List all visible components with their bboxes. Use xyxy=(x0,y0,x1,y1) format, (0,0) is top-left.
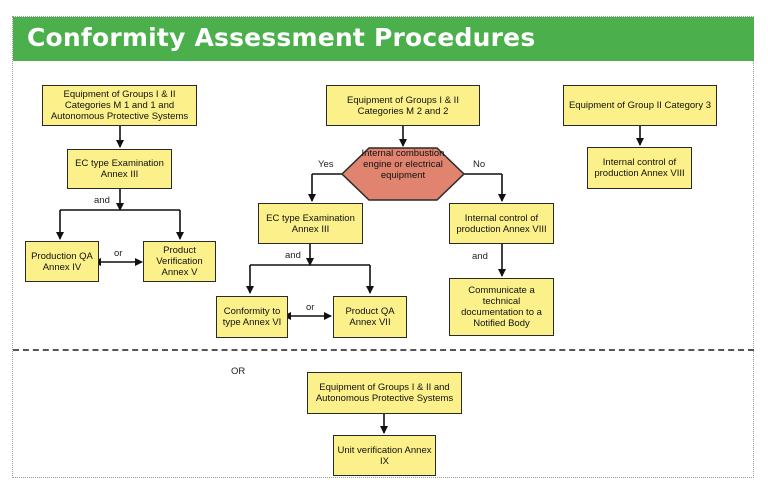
box-communicate: Communicate a technical documentation to… xyxy=(449,278,554,336)
diagram-frame xyxy=(12,16,754,478)
box-conformity-type: Conformity to type Annex VI xyxy=(216,296,288,338)
box-group2-cat3: Equipment of Group II Category 3 xyxy=(563,85,717,126)
label-or-left: or xyxy=(114,248,123,259)
label-or-mid: or xyxy=(306,302,315,313)
label-or-caps: OR xyxy=(231,366,246,377)
label-no: No xyxy=(473,159,486,170)
box-ec-type-left: EC type Examination Annex III xyxy=(67,149,172,189)
page-title: Conformity Assessment Procedures xyxy=(27,23,536,52)
box-internal-control-right: Internal control of production Annex VII… xyxy=(587,147,692,189)
box-unit-verification: Unit verification Annex IX xyxy=(333,435,436,476)
box-product-verification: Product Verification Annex V xyxy=(143,241,216,282)
label-and-left: and xyxy=(94,195,110,206)
box-ec-type-mid: EC type Examination Annex III xyxy=(258,203,363,244)
box-product-qa: Product QA Annex VII xyxy=(333,296,407,338)
section-divider xyxy=(13,349,754,351)
label-yes: Yes xyxy=(318,159,334,170)
label-and-mid: and xyxy=(285,250,301,261)
box-groups-autonomous: Equipment of Groups I & II and Autonomou… xyxy=(307,372,462,414)
box-groups-m1: Equipment of Groups I & II Categories M … xyxy=(42,85,197,126)
label-and-right: and xyxy=(472,251,488,262)
box-groups-m2: Equipment of Groups I & II Categories M … xyxy=(326,85,480,126)
box-internal-control-mid: Internal control of production Annex VII… xyxy=(449,203,554,244)
decision-hexagon xyxy=(340,147,466,201)
box-production-qa: Production QA Annex IV xyxy=(25,241,99,282)
title-bar: Conformity Assessment Procedures xyxy=(13,17,754,61)
decision-text: Internal combustion engine or electrical… xyxy=(361,148,445,181)
